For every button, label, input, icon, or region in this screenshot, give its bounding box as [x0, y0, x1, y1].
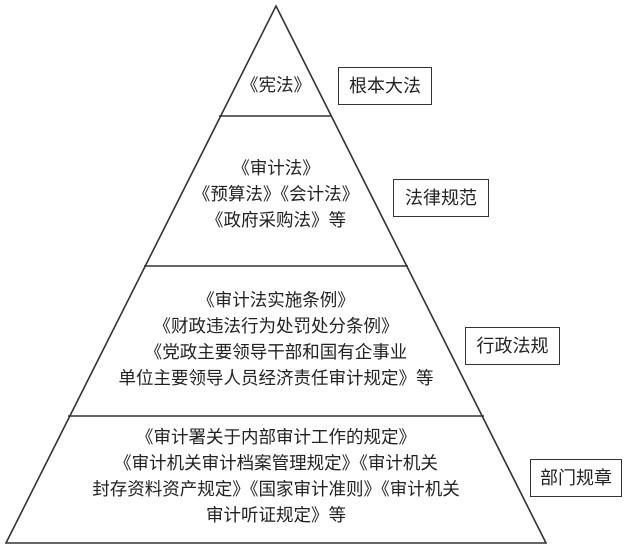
tier-2-label: 法律规范 [393, 179, 489, 217]
tier-2-text: 《审计法》 《预算法》《会计法》 《政府采购法》等 [126, 156, 426, 234]
tier-3-label: 行政法规 [465, 327, 560, 365]
tier-4-text: 《审计署关于内部审计工作的规定》 《审计机关审计档案管理规定》《审计机关 封存资… [46, 425, 506, 529]
tier-2-line-3: 《政府采购法》等 [206, 211, 346, 231]
tier-1-line-1: 《宪法》 [241, 76, 311, 96]
tier-3-text: 《审计法实施条例》 《财政违法行为处罚处分条例》 《党政主要领导干部和国有企事业… [76, 288, 476, 392]
tier-3-line-4: 单位主要领导人员经济责任审计规定》等 [118, 369, 434, 389]
tier-4-line-4: 审计听证规定》等 [206, 506, 346, 526]
tier-4-label: 部门规章 [530, 459, 622, 497]
tier-3-line-1: 《审计法实施条例》 [197, 291, 355, 311]
tier-4-line-3: 封存资料资产规定》《国家审计准则》《审计机关 [92, 480, 460, 500]
tier-3-line-3: 《党政主要领导干部和国有企事业 [144, 343, 408, 363]
pyramid-outline [4, 4, 548, 544]
tier-1-label: 根本大法 [338, 67, 432, 105]
tier-3-line-2: 《财政违法行为处罚处分条例》 [153, 317, 399, 337]
tier-2-line-2: 《预算法》《会计法》 [192, 185, 360, 205]
tier-2-line-1: 《审计法》 [232, 159, 320, 179]
tier-1-text: 《宪法》 [176, 73, 376, 99]
tier-4-line-1: 《审计署关于内部审计工作的规定》 [136, 428, 416, 448]
tier-4-line-2: 《审计机关审计档案管理规定》《审计机关 [114, 454, 438, 474]
